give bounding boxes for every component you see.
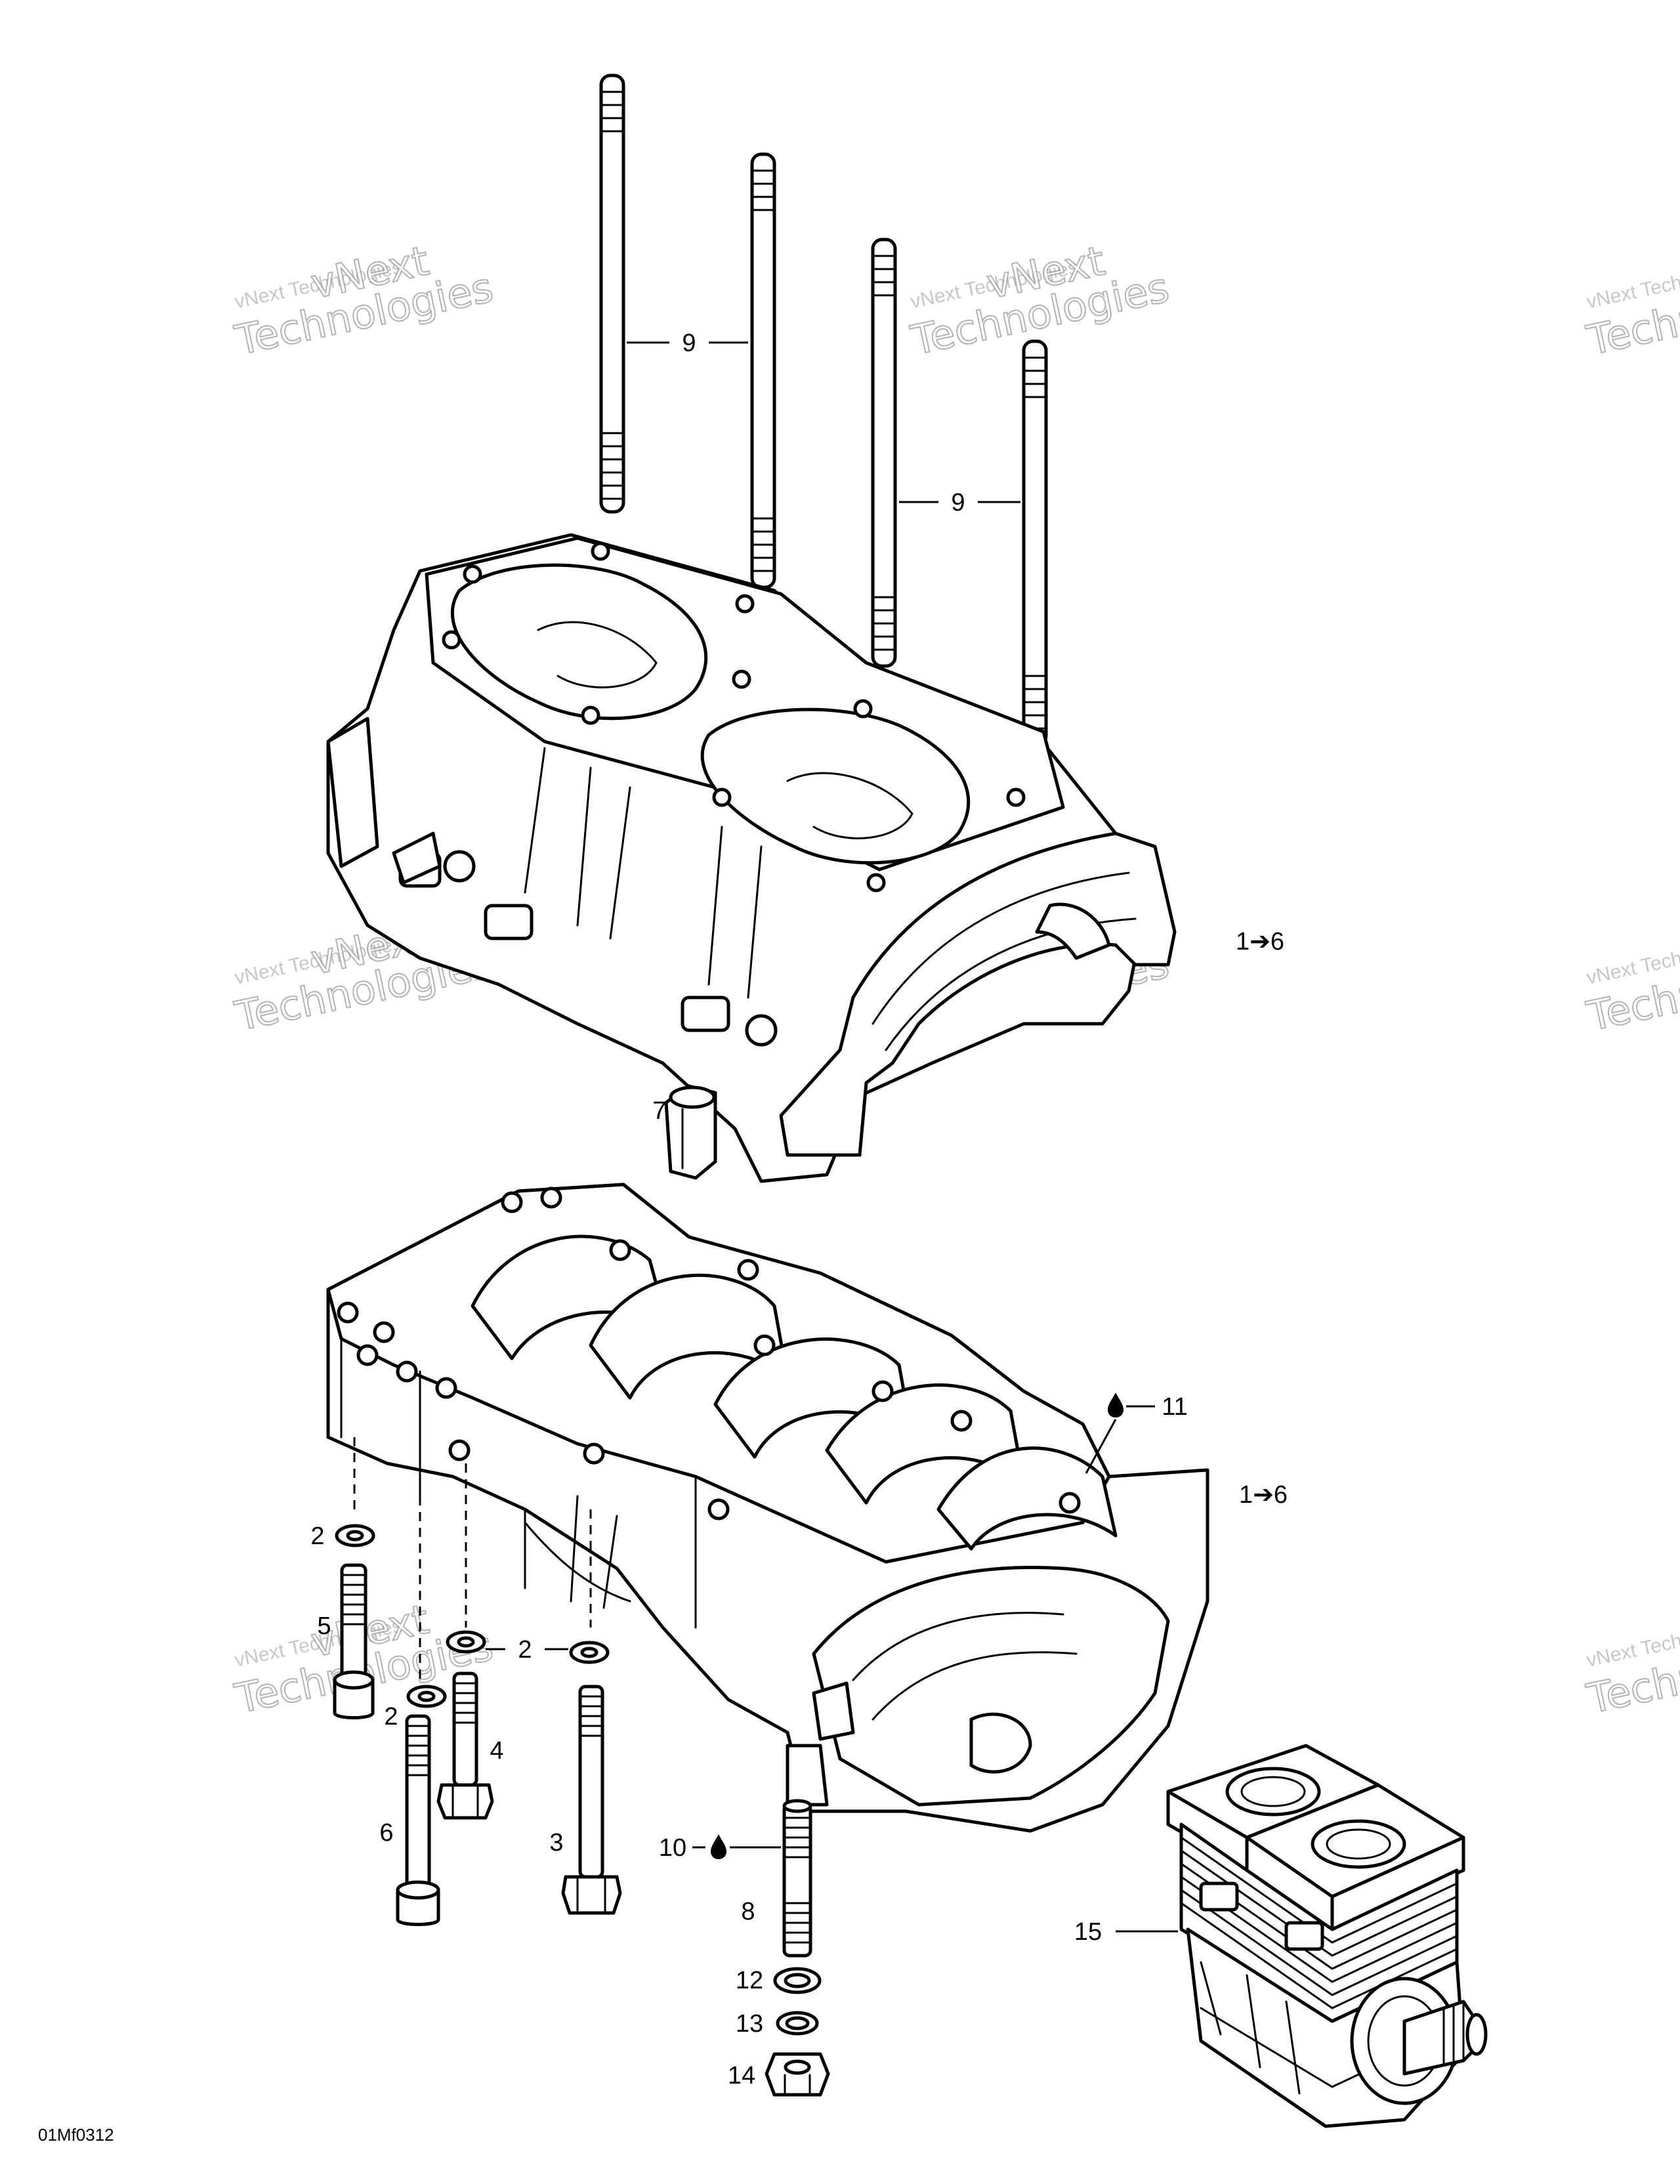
stud-part-8: [782, 1799, 812, 1958]
bolt-hole-set: [337, 1186, 1081, 1521]
callout-2: 2: [384, 1703, 398, 1731]
washer-part-2: [406, 1685, 447, 1708]
upper-crankcase: [326, 533, 1177, 1183]
callout-8: 8: [741, 1898, 755, 1925]
washer-part-2: [335, 1524, 375, 1547]
callout-15: 15: [1074, 1918, 1102, 1946]
callout-9: 9: [951, 489, 965, 516]
callout-1-6: 1➔6: [1236, 928, 1284, 956]
leader-line: [1085, 1419, 1117, 1474]
callout-7: 7: [652, 1097, 666, 1125]
stud-part: [599, 74, 625, 514]
callout-11: 11: [1162, 1393, 1187, 1421]
stud-part: [750, 152, 776, 589]
callout-5: 5: [317, 1612, 331, 1640]
callout-12: 12: [736, 1967, 763, 1994]
washer-part-2: [569, 1641, 610, 1664]
bolt-part-3: [561, 1685, 622, 1915]
lockwasher-part-13: [776, 2011, 819, 2036]
callout-6: 6: [379, 1819, 393, 1847]
nut-part-14: [765, 2052, 830, 2097]
callout-4: 4: [490, 1737, 503, 1765]
lower-crankcase: [326, 1183, 1209, 1833]
callout-13: 13: [736, 2010, 763, 2038]
grommet-part-7: [664, 1084, 717, 1180]
callout-14: 14: [728, 2062, 755, 2090]
callout-9: 9: [682, 329, 696, 357]
callout-10: 10: [659, 1834, 686, 1862]
bolt-part-5: [333, 1563, 375, 1719]
sealant-drop-icon: [711, 1834, 726, 1859]
bolt-part-6: [396, 1714, 440, 1926]
washer-part-2: [446, 1630, 486, 1654]
bolt-part-4: [436, 1671, 494, 1820]
engine-assembly-part-15: [1166, 1744, 1488, 2128]
sealant-drop-icon: [1108, 1393, 1124, 1418]
callout-3: 3: [549, 1829, 563, 1857]
callout-1-6: 1➔6: [1239, 1481, 1288, 1509]
callout-2: 2: [518, 1636, 532, 1664]
stud-part: [1022, 339, 1048, 747]
stud-part: [871, 238, 897, 668]
washer-part-12: [773, 1967, 822, 1994]
bolt-hole-set: [442, 541, 1026, 892]
callout-2: 2: [310, 1522, 324, 1550]
figure-reference-code: 01Mf0312: [38, 2125, 114, 2145]
